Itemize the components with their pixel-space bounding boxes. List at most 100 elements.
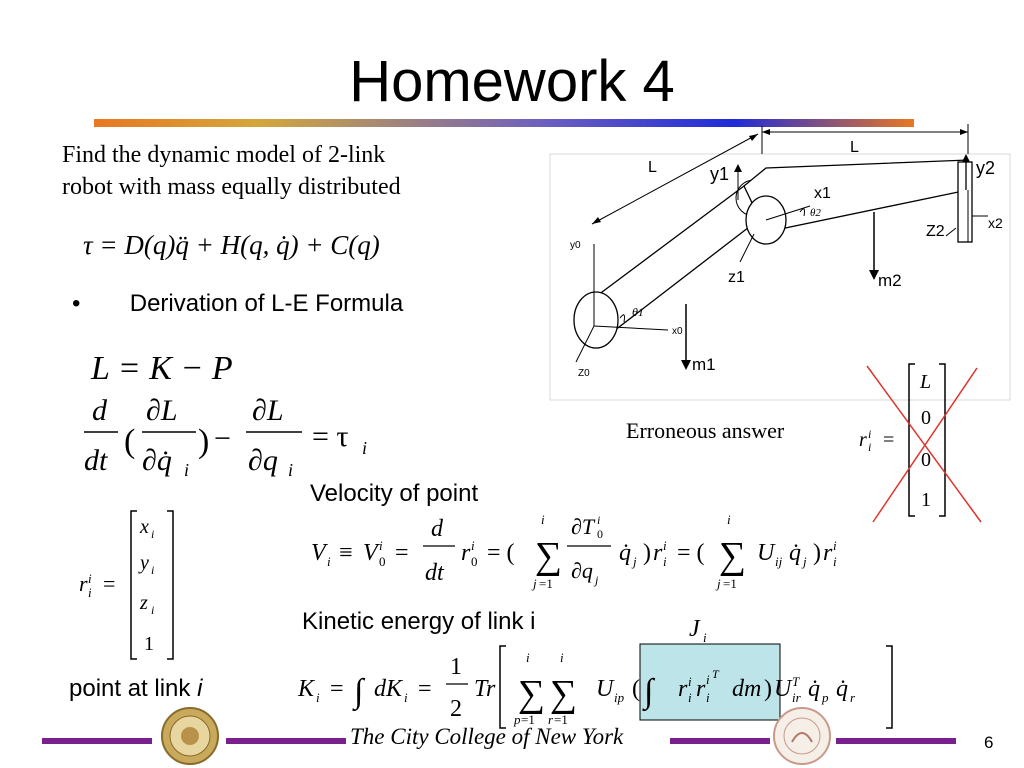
svg-text:(: (	[632, 676, 640, 702]
svg-text:i: i	[327, 554, 331, 569]
svg-text:j: j	[531, 576, 537, 591]
footer-line-mid-right	[670, 738, 770, 744]
erroneous-label: Erroneous answer	[626, 418, 785, 443]
footer-line-mid-left	[226, 738, 346, 744]
svg-text:L: L	[919, 371, 931, 393]
label-y2: y2	[976, 158, 995, 178]
svg-text:i: i	[88, 585, 92, 600]
bullet-text: Derivation of L-E Formula	[129, 290, 404, 317]
svg-text:i: i	[688, 690, 692, 705]
svg-text:i: i	[868, 427, 871, 441]
svg-text:=1: =1	[723, 576, 737, 591]
svg-text:r: r	[678, 676, 688, 702]
svg-text:r: r	[850, 690, 856, 705]
svg-text:∂q: ∂q	[571, 558, 593, 583]
svg-text:=1: =1	[521, 712, 535, 727]
svg-text:=: =	[418, 676, 432, 702]
svg-text:q̇: q̇	[808, 676, 820, 702]
lagrangian-equation: L = K − P	[90, 350, 233, 387]
label-m1: m1	[692, 355, 716, 374]
robotics-lab-logo	[773, 707, 831, 765]
label-x0: x0	[672, 326, 683, 337]
svg-text:j: j	[631, 554, 637, 569]
svg-text:=: =	[395, 540, 409, 566]
svg-text:i: i	[151, 563, 154, 577]
svg-text:r: r	[696, 676, 706, 702]
svg-text:1: 1	[144, 633, 154, 655]
svg-text:dK: dK	[374, 676, 404, 702]
svg-text:i: i	[663, 554, 667, 569]
label-y1: y1	[710, 164, 729, 184]
svg-text:i: i	[288, 460, 293, 480]
title-underline	[94, 119, 914, 127]
svg-text:ip: ip	[614, 690, 625, 705]
point-label-prefix: point at link	[69, 675, 198, 702]
svg-text:i: i	[184, 460, 189, 480]
svg-text:ir: ir	[792, 690, 802, 705]
label-l-left: L	[648, 159, 657, 176]
svg-text:d: d	[92, 394, 108, 427]
svg-text:j: j	[715, 576, 721, 591]
svg-text:r: r	[823, 540, 833, 566]
svg-text:i: i	[727, 512, 731, 527]
svg-text:=: =	[330, 676, 344, 702]
svg-text:i: i	[868, 440, 871, 454]
svg-text:∑: ∑	[719, 535, 746, 577]
svg-text:y: y	[138, 552, 149, 574]
svg-text:∫: ∫	[642, 673, 656, 712]
svg-text:i: i	[379, 538, 383, 553]
svg-text:x: x	[139, 516, 149, 538]
erroneous-vector: r i i = L 0 0 1	[859, 363, 982, 523]
svg-text:≡: ≡	[339, 540, 353, 566]
intro-text: Find the dynamic model of 2-link robot w…	[62, 139, 401, 203]
label-x2: x2	[988, 215, 1003, 231]
svg-text:dt: dt	[425, 560, 445, 586]
svg-text:=: =	[103, 571, 115, 596]
svg-text:j: j	[593, 573, 599, 587]
lagrangian-text: L = K − P	[90, 350, 233, 387]
svg-text:−: −	[214, 422, 231, 455]
label-y0: y0	[570, 240, 581, 251]
svg-text:i: i	[316, 690, 320, 705]
label-z0: Z0	[578, 368, 590, 379]
svg-text:i: i	[88, 571, 92, 586]
svg-text:0: 0	[597, 527, 603, 541]
svg-text:i: i	[526, 650, 530, 665]
svg-text:i: i	[541, 512, 545, 527]
svg-text:): )	[643, 540, 651, 566]
svg-text:i: i	[597, 513, 600, 527]
svg-text:V: V	[363, 540, 380, 566]
svg-text:r: r	[461, 540, 471, 566]
svg-text:i: i	[833, 554, 837, 569]
svg-text:dt: dt	[84, 444, 108, 477]
svg-text:∑: ∑	[535, 535, 562, 577]
robot-arm-figure: L L y0 x0 Z0 θ1 y1 x1 z1 θ2 m1 m2 y2 x2 …	[549, 124, 1011, 401]
svg-text:i: i	[471, 538, 475, 553]
svg-text:∂L: ∂L	[252, 394, 284, 427]
svg-text:q̇: q̇	[619, 540, 631, 566]
svg-text:i: i	[404, 690, 408, 705]
svg-text:0: 0	[379, 554, 386, 569]
svg-text:U: U	[757, 540, 776, 566]
svg-text:(: (	[124, 423, 135, 460]
svg-text:V: V	[311, 540, 328, 566]
svg-text:i: i	[688, 674, 692, 689]
svg-text:= (: = (	[677, 540, 705, 566]
intro-line-2: robot with mass equally distributed	[62, 174, 401, 200]
svg-text:= (: = (	[487, 540, 515, 566]
svg-text:q̇: q̇	[789, 540, 801, 566]
svg-text:): )	[764, 676, 772, 702]
label-z1: z1	[728, 269, 745, 286]
kinetic-label: Kinetic energy of link i	[302, 608, 536, 635]
svg-text:r: r	[653, 540, 663, 566]
svg-text:T: T	[792, 674, 800, 689]
svg-text:=1: =1	[539, 576, 553, 591]
slide-title: Homework 4	[349, 49, 675, 114]
svg-text:U: U	[774, 676, 793, 702]
svg-text:q̇: q̇	[836, 676, 848, 702]
svg-text:i: i	[362, 438, 367, 458]
